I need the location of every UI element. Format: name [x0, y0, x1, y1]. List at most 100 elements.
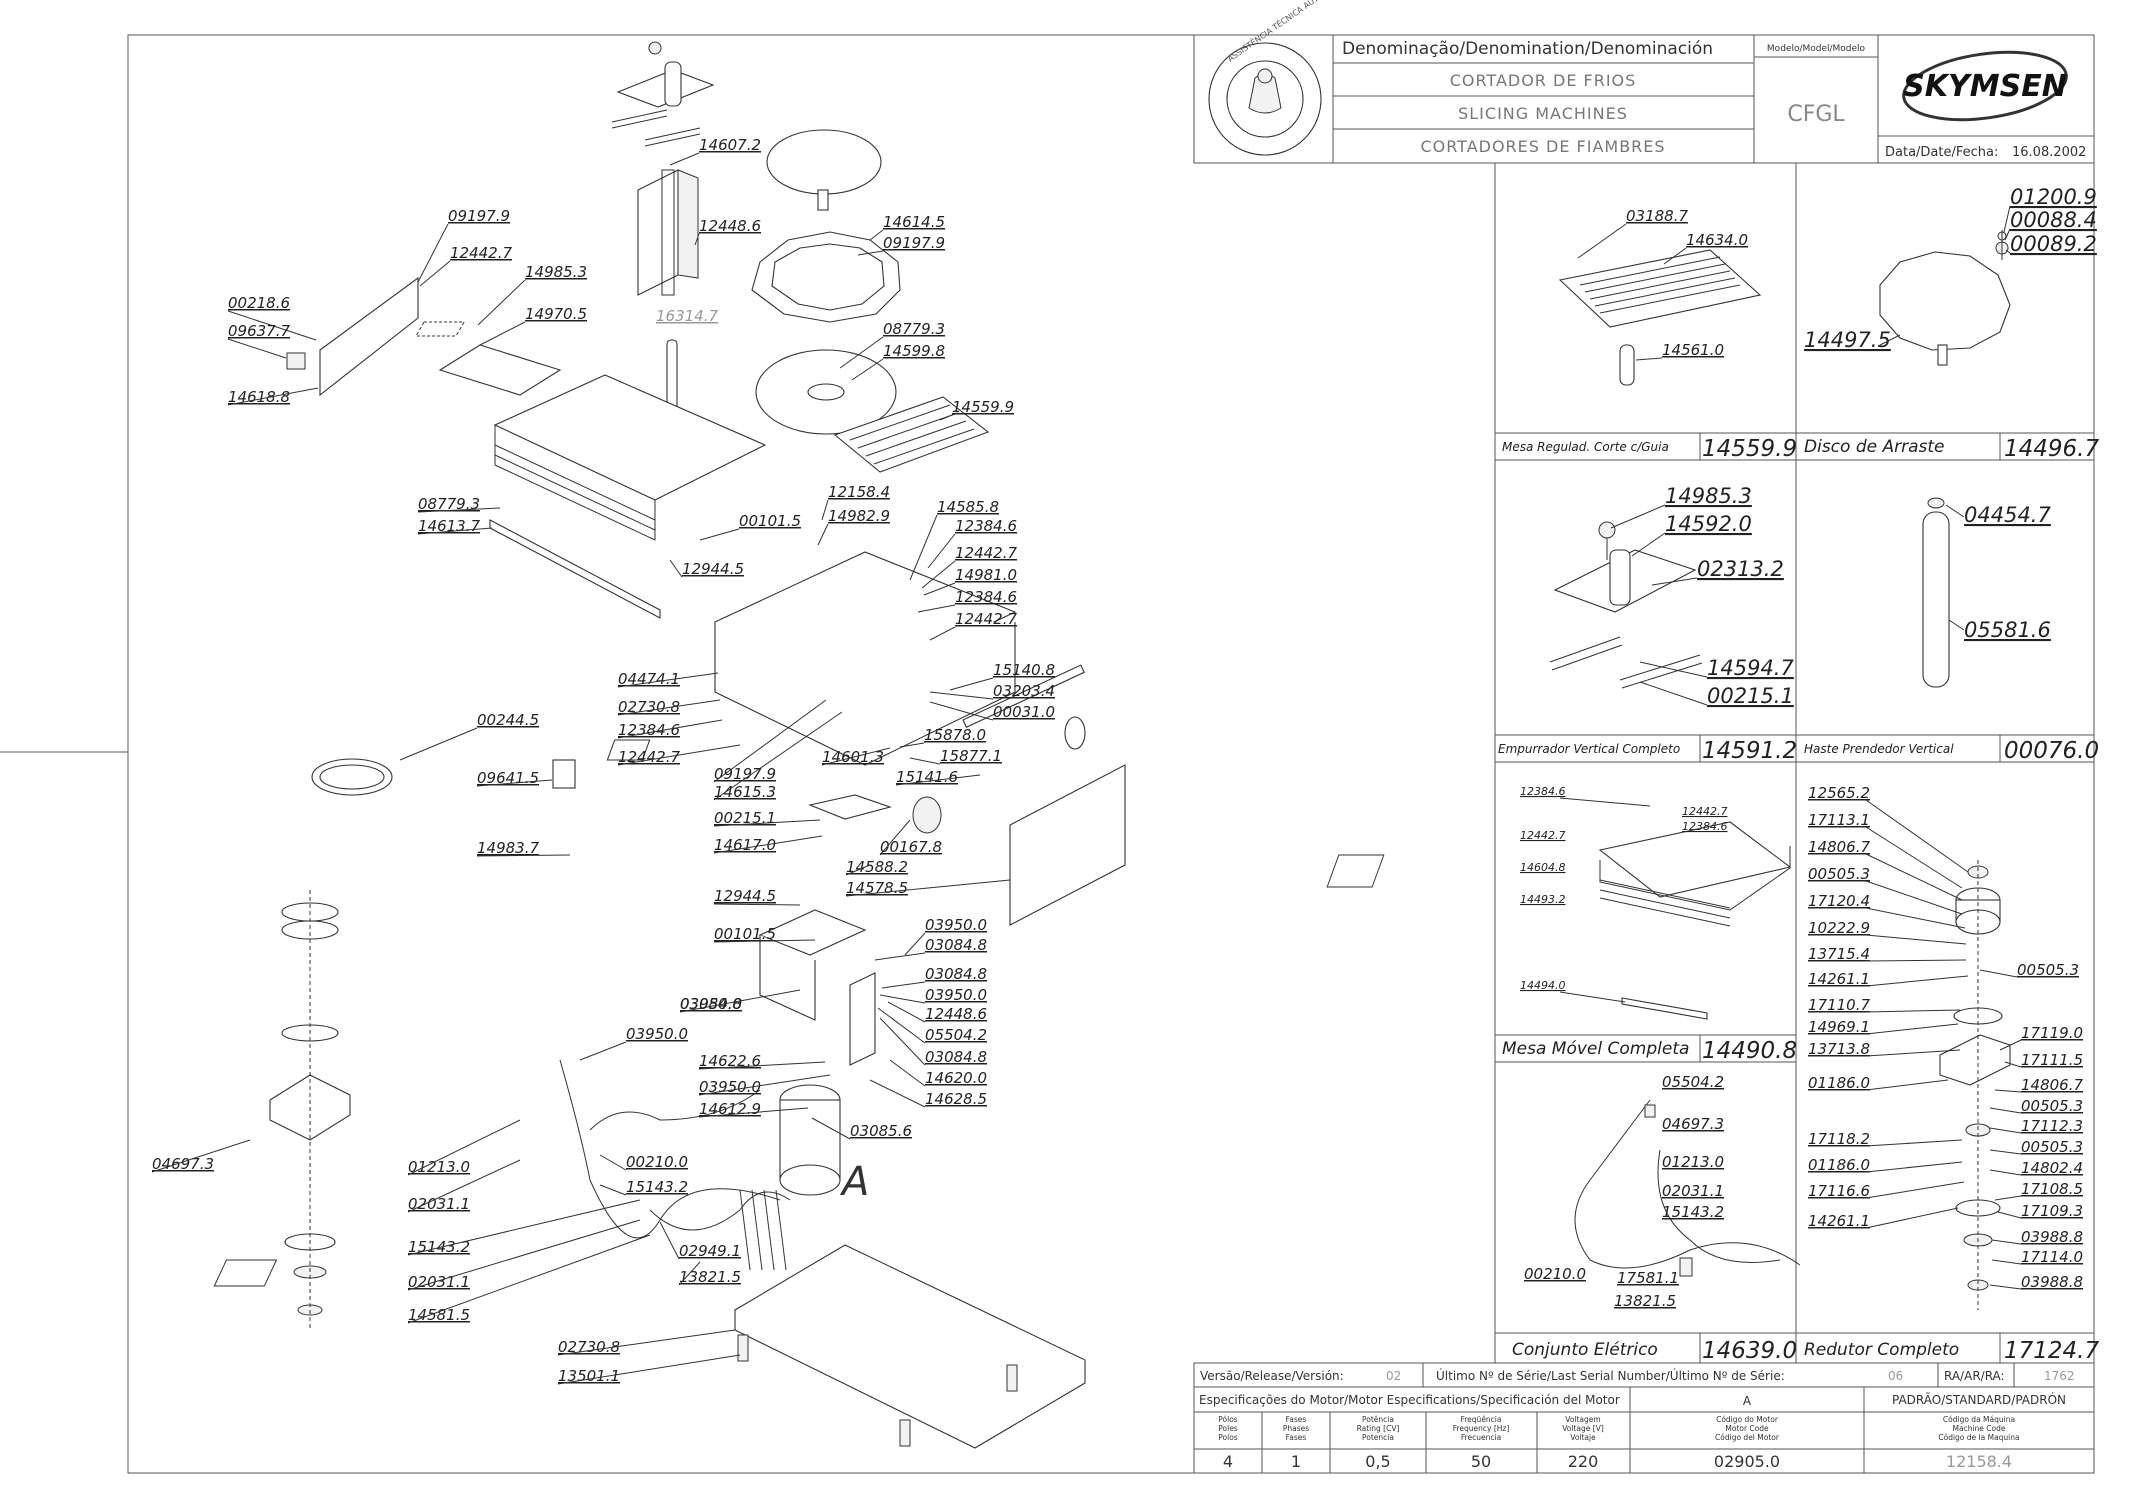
part-number-label: 01213.0: [408, 1158, 470, 1176]
part-number-label: 09197.9: [883, 234, 945, 252]
part-number-label: 03988.8: [2021, 1273, 2083, 1291]
part-number-label: 14985.3: [525, 263, 587, 281]
part-number-label: Poles: [1218, 1424, 1238, 1433]
part-number-label: 04474.1: [618, 670, 680, 688]
part-number-label: 13821.5: [679, 1268, 741, 1286]
panel-title-disc: Disco de Arraste: [1804, 437, 1944, 457]
subassembly-panels: Mesa Regulad. Corte c/Guia 14559.9 Disco…: [1494, 163, 2099, 1364]
svg-text:14594.7: 14594.7: [1707, 656, 1794, 680]
part-number-label: 00101.5: [739, 512, 801, 530]
part-number-label: 12384.6: [955, 588, 1017, 606]
part-number-label: 12944.5: [682, 560, 744, 578]
part-number-label: 17116.6: [1808, 1182, 1870, 1200]
part-number-label: Motor Code: [1725, 1424, 1769, 1433]
part-number-label: 00215.1: [714, 809, 776, 827]
part-number-label: Frequency [Hz]: [1453, 1424, 1510, 1433]
drawing-frame: [127, 34, 2095, 1474]
part-number-label: Fases: [1286, 1415, 1307, 1424]
part-number-label: 12448.6: [925, 1005, 987, 1023]
svg-text:12384.6: 12384.6: [1682, 820, 1728, 833]
part-number-label: 14983.7: [477, 839, 539, 857]
part-number-label: Freqüência: [1461, 1415, 1502, 1424]
svg-text:17581.1: 17581.1: [1617, 1269, 1679, 1287]
motor-spec-label: Especificações do Motor/Motor Especifica…: [1199, 1393, 1620, 1407]
part-number-label: 16314.7: [656, 307, 718, 325]
svg-text:12442.7: 12442.7: [1520, 829, 1566, 842]
motor-spec-value: 02905.0: [1714, 1452, 1780, 1471]
svg-text:12384.6: 12384.6: [1520, 785, 1566, 798]
part-number-label: 15141.6: [896, 768, 958, 786]
part-number-label: Potencia: [1362, 1433, 1394, 1442]
panel-title-table: Mesa Regulad. Corte c/Guia: [1502, 440, 1669, 454]
motor-variant-mark: A: [839, 1159, 869, 1205]
part-number-label: 00505.3: [2017, 961, 2079, 979]
title-block: ASSISTÊNCIA TÉCNICA AUTORIZADA Denominaç…: [1193, 0, 2095, 164]
panel-title-mobile-table: Mesa Móvel Completa: [1502, 1039, 1689, 1059]
part-number-label: 14628.5: [925, 1090, 987, 1108]
part-number-label: 17109.3: [2021, 1202, 2083, 1220]
part-number-label: 14981.0: [955, 566, 1017, 584]
part-number-label: 10222.9: [1808, 919, 1870, 937]
part-number-label: 17118.2: [1808, 1130, 1870, 1148]
part-number-label: 09641.5: [477, 769, 539, 787]
part-number-label: Voltage [V]: [1562, 1424, 1604, 1433]
panel-title-rod: Haste Prendedor Vertical: [1804, 742, 1954, 756]
part-number-label: 12442.7: [955, 610, 1017, 628]
part-number-label: 15140.8: [993, 661, 1055, 679]
part-number-label: Código de la Maquina: [1938, 1433, 2019, 1442]
reducer-labels: 12565.217113.114806.700505.317120.410222…: [1808, 784, 2083, 1291]
part-number-label: 14614.5: [883, 213, 945, 231]
part-number-label: 02031.1: [408, 1195, 470, 1213]
part-number-label: 14599.8: [883, 342, 945, 360]
part-number-label: 14261.1: [1808, 970, 1870, 988]
part-number-label: Fases: [1286, 1433, 1307, 1442]
panel-code-table: 14559.9: [1702, 436, 1797, 462]
footer-table: Versão/Release/Versión: 02 Último Nº de …: [1193, 1362, 2095, 1474]
main-exploded-view: A: [213, 41, 1126, 1449]
panel-code-pusher: 14591.2: [1702, 738, 1797, 764]
part-number-label: 00210.0: [626, 1153, 688, 1171]
svg-text:00215.1: 00215.1: [1707, 684, 1794, 708]
panel-code-reducer: 17124.7: [2004, 1338, 2099, 1364]
standard-label: PADRÃO/STANDARD/PADRÓN: [1892, 1392, 2066, 1407]
part-number-label: Voltaje: [1570, 1433, 1596, 1442]
part-number-label: 14585.8: [937, 498, 999, 516]
part-number-label: 13713.8: [1808, 1040, 1870, 1058]
svg-text:13821.5: 13821.5: [1614, 1292, 1676, 1310]
part-number-label: 00167.8: [880, 838, 942, 856]
panel-title-pusher: Empurrador Vertical Completo: [1498, 742, 1680, 756]
part-number-label: 12448.6: [699, 217, 761, 235]
part-number-label: 02949.1: [679, 1242, 741, 1260]
part-number-label: 00031.0: [993, 703, 1055, 721]
motor-spec-value: 50: [1471, 1452, 1491, 1471]
motor-spec-value: 220: [1568, 1452, 1599, 1471]
authorized-service-seal: ASSISTÊNCIA TÉCNICA AUTORIZADA: [1208, 0, 1351, 156]
part-number-label: 03950.0: [680, 995, 742, 1013]
svg-text:04454.7: 04454.7: [1964, 503, 2051, 527]
part-number-label: 12442.7: [618, 748, 680, 766]
part-number-label: 12384.6: [618, 721, 680, 739]
motor-spec-value: 1: [1291, 1452, 1301, 1471]
part-number-label: 14612.9: [699, 1100, 761, 1118]
part-number-label: 14581.5: [408, 1306, 470, 1324]
panel-reducer-drawing: [1939, 860, 2011, 1310]
part-number-label: 13501.1: [558, 1367, 620, 1385]
motor-spec-value: 4: [1223, 1452, 1233, 1471]
part-number-label: 17113.1: [1808, 811, 1870, 829]
part-number-label: 14559.9: [952, 398, 1014, 416]
svg-text:05504.2: 05504.2: [1662, 1073, 1724, 1091]
part-number-label: 14618.8: [228, 388, 290, 406]
label: 01200.9: [2010, 185, 2097, 209]
svg-text:14494.0: 14494.0: [1520, 979, 1566, 992]
motor-spec-value: 12158.4: [1946, 1452, 2012, 1471]
part-number-label: 14261.1: [1808, 1212, 1870, 1230]
part-number-label: 03084.8: [680, 995, 742, 1013]
svg-text:14985.3: 14985.3: [1665, 484, 1752, 508]
part-number-label: Voltagem: [1565, 1415, 1600, 1424]
part-number-label: 02730.8: [558, 1338, 620, 1356]
model-label: Modelo/Model/Modelo: [1767, 44, 1866, 54]
part-number-label: 03203.4: [993, 682, 1055, 700]
part-number-label: 14806.7: [2021, 1076, 2083, 1094]
part-number-label: 14620.0: [925, 1069, 987, 1087]
